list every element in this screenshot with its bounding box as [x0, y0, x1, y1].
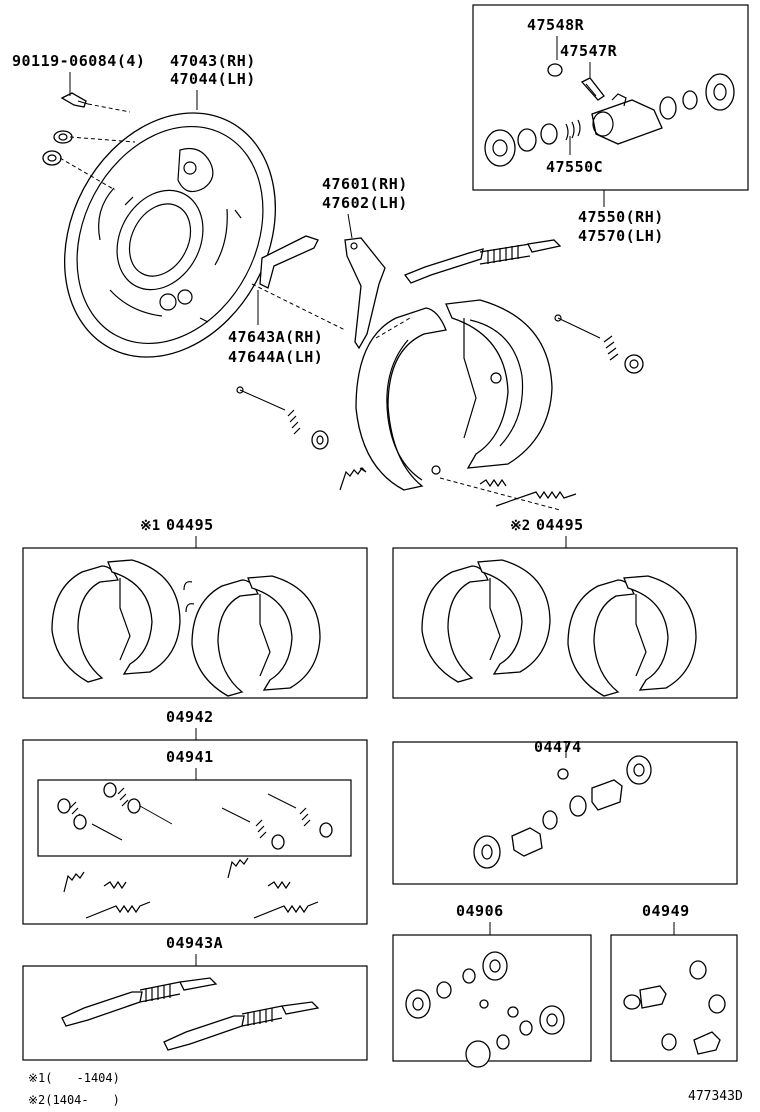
shoe-hold-down-pin-left[interactable] — [236, 386, 286, 411]
kit-2-shoe-pair-right[interactable] — [567, 575, 697, 697]
cylinder-cup-right[interactable] — [659, 73, 735, 120]
adjuster-kit-lower[interactable] — [163, 1001, 320, 1051]
shoe-kit-2-label: 04495 — [536, 516, 584, 534]
backing-plate[interactable] — [23, 76, 316, 394]
cylinder-kit-a-box — [392, 741, 738, 885]
cup-kit-box — [392, 934, 592, 1062]
cup-kit-label: 04906 — [456, 902, 504, 920]
spring-kit-box — [22, 739, 368, 925]
wheel-cylinder-lh-label: 47570(LH) — [578, 227, 664, 245]
cylinder-kit-a-label: 04474 — [534, 738, 582, 756]
backing-plate-lh-label: 47044(LH) — [170, 70, 256, 88]
strut-lh-label: 47644A(LH) — [228, 348, 323, 366]
brake-shoe-trailing[interactable] — [445, 299, 553, 469]
shoe-kit-1-box — [22, 547, 368, 699]
return-springs[interactable] — [63, 857, 319, 919]
backing-plate-rh-label: 47043(RH) — [170, 52, 256, 70]
grommet-lower[interactable] — [42, 150, 62, 166]
mark-2: ※2 — [510, 518, 530, 534]
spring-kit-inner-box — [37, 779, 352, 857]
cylinder-cap[interactable] — [547, 63, 563, 77]
note-2: ※2(1404- ) — [28, 1093, 120, 1107]
cylinder-kit-label: 47550C — [546, 158, 603, 176]
bolt[interactable] — [60, 92, 89, 108]
return-spring-lower-right[interactable] — [479, 478, 577, 507]
adjuster-kit-box — [22, 965, 368, 1061]
bleeder-plug[interactable] — [580, 77, 605, 101]
parking-brake-lever[interactable] — [344, 237, 386, 350]
boot-kit-label: 04949 — [642, 902, 690, 920]
cylinder-cup-left[interactable] — [484, 119, 581, 167]
bolt-label: 90119-06084(4) — [12, 52, 145, 70]
hold-down-kit-left[interactable] — [57, 782, 173, 841]
strut-rh-label: 47643A(RH) — [228, 328, 323, 346]
shoe-kit-2-box — [392, 547, 738, 699]
shoe-kit-1-label: 04495 — [166, 516, 214, 534]
wheel-cylinder-body[interactable] — [591, 93, 663, 145]
kit-1-shoe-pair-right[interactable] — [191, 575, 321, 697]
wheel-cylinder-rh-label: 47550(RH) — [578, 208, 664, 226]
cylinder-cap-label: 47548R — [527, 16, 585, 34]
hold-down-kit-right[interactable] — [221, 793, 333, 850]
grommet-upper[interactable] — [53, 130, 73, 144]
adjuster-kit-label: 04943A — [166, 934, 223, 952]
return-spring-lower-left[interactable] — [339, 467, 367, 491]
note-1: ※1( -1404) — [28, 1071, 120, 1085]
parking-lever-rh-label: 47601(RH) — [322, 175, 408, 193]
kit-1-clips — [183, 581, 195, 613]
wheel-cylinder-inset-box — [472, 4, 749, 191]
diagram-code: 477343D — [688, 1089, 743, 1104]
brake-shoe-leading[interactable] — [355, 307, 447, 491]
adjuster-assembly[interactable] — [403, 239, 562, 284]
bleeder-plug-label: 47547R — [560, 42, 618, 60]
parking-lever-lh-label: 47602(LH) — [322, 194, 408, 212]
adjuster-kit-upper[interactable] — [61, 977, 218, 1027]
shoe-hold-down-pin-right[interactable] — [554, 314, 601, 339]
shoe-hold-down-spring-left[interactable] — [287, 409, 329, 450]
boot-kit-box — [610, 934, 738, 1062]
spring-kit-label: 04942 — [166, 708, 214, 726]
cylinder-kit-a-parts[interactable] — [473, 755, 652, 869]
cup-kit-parts[interactable] — [405, 951, 565, 1068]
kit-2-shoe-pair-left[interactable] — [421, 559, 551, 683]
mark-1: ※1 — [140, 518, 160, 534]
spring-kit-inner-label: 04941 — [166, 748, 214, 766]
kit-1-shoe-pair-left[interactable] — [51, 559, 181, 683]
shoe-hold-down-spring-right[interactable] — [603, 335, 644, 374]
boot-kit-parts[interactable] — [623, 960, 726, 1055]
strut[interactable] — [259, 235, 319, 289]
